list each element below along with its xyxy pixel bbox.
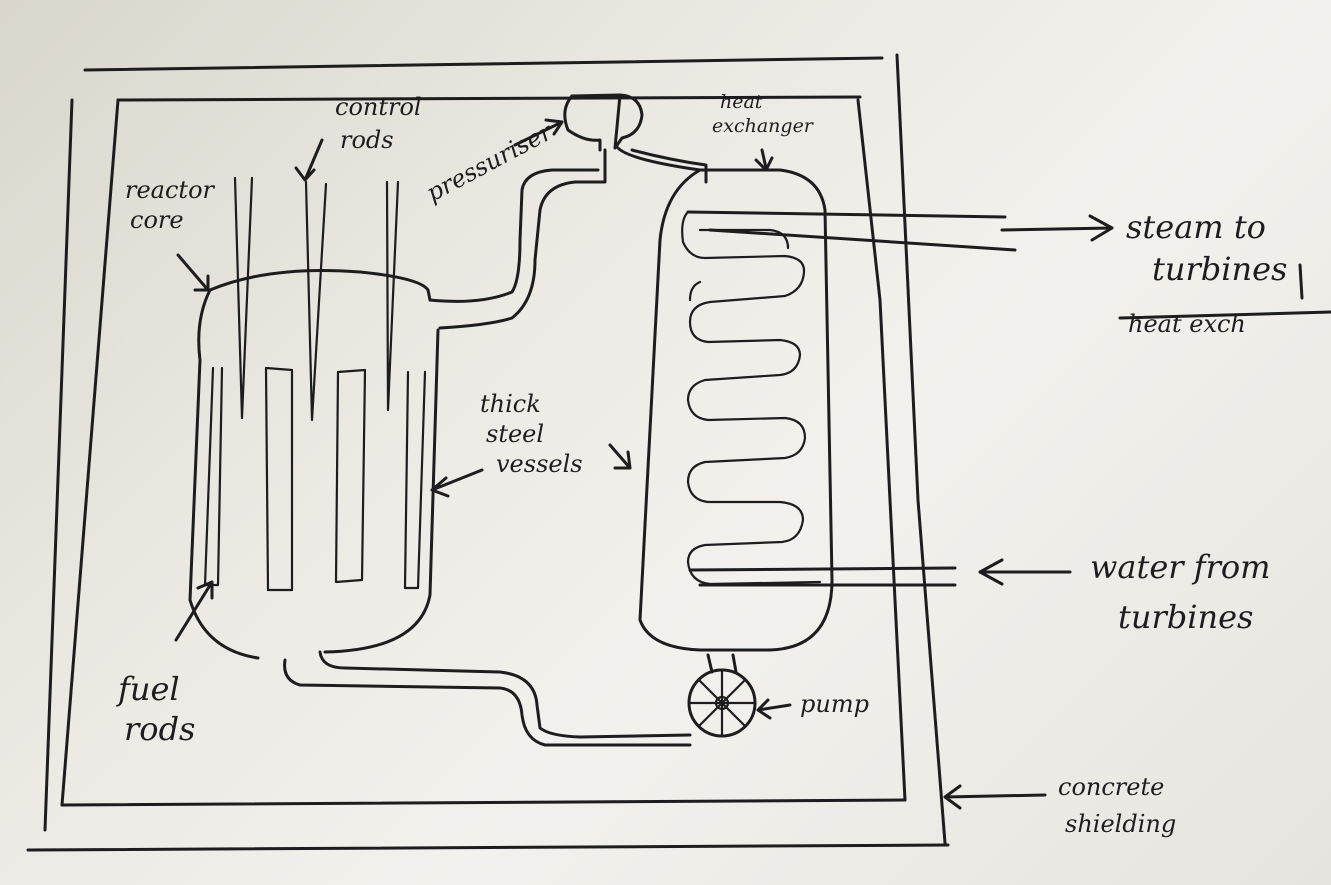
label-steam-to-turbines-1: steam to bbox=[1126, 208, 1266, 246]
feedwater-pipe bbox=[690, 568, 955, 585]
label-thick-steel-vessels-1: thick bbox=[480, 390, 541, 418]
control-rods bbox=[235, 178, 398, 420]
label-reactor-core-1: reactor bbox=[125, 176, 216, 204]
reactor-vessel bbox=[190, 270, 438, 658]
label-struck-out: heat exch bbox=[1128, 310, 1246, 338]
primary-loop-lower bbox=[285, 652, 736, 745]
label-water-from-turbines-2: turbines bbox=[1118, 598, 1253, 636]
fuel-rods bbox=[205, 368, 425, 590]
label-thick-steel-vessels-3: vessels bbox=[496, 450, 583, 478]
label-pressuriser: pressuriser bbox=[422, 117, 559, 207]
label-pump: pump bbox=[800, 690, 869, 718]
pressuriser bbox=[565, 95, 642, 150]
label-heat-exchanger-1: heat bbox=[720, 91, 763, 113]
label-concrete-shielding-1: concrete bbox=[1058, 773, 1164, 801]
label-control-rods-1: control bbox=[335, 93, 422, 121]
label-steam-to-turbines-2: turbines bbox=[1152, 250, 1287, 288]
label-thick-steel-vessels-2: steel bbox=[486, 420, 544, 448]
label-fuel-rods-2: rods bbox=[124, 710, 195, 748]
label-control-rods-2: rods bbox=[340, 126, 394, 154]
heat-exchanger bbox=[640, 170, 832, 650]
label-heat-exchanger-2: exchanger bbox=[712, 115, 815, 137]
steam-pipe bbox=[688, 212, 1015, 250]
label-concrete-shielding-2: shielding bbox=[1065, 810, 1176, 838]
label-reactor-core-2: core bbox=[130, 206, 184, 234]
pump bbox=[689, 670, 755, 736]
label-fuel-rods-1: fuel bbox=[116, 670, 180, 708]
label-water-from-turbines-1: water from bbox=[1090, 548, 1270, 586]
